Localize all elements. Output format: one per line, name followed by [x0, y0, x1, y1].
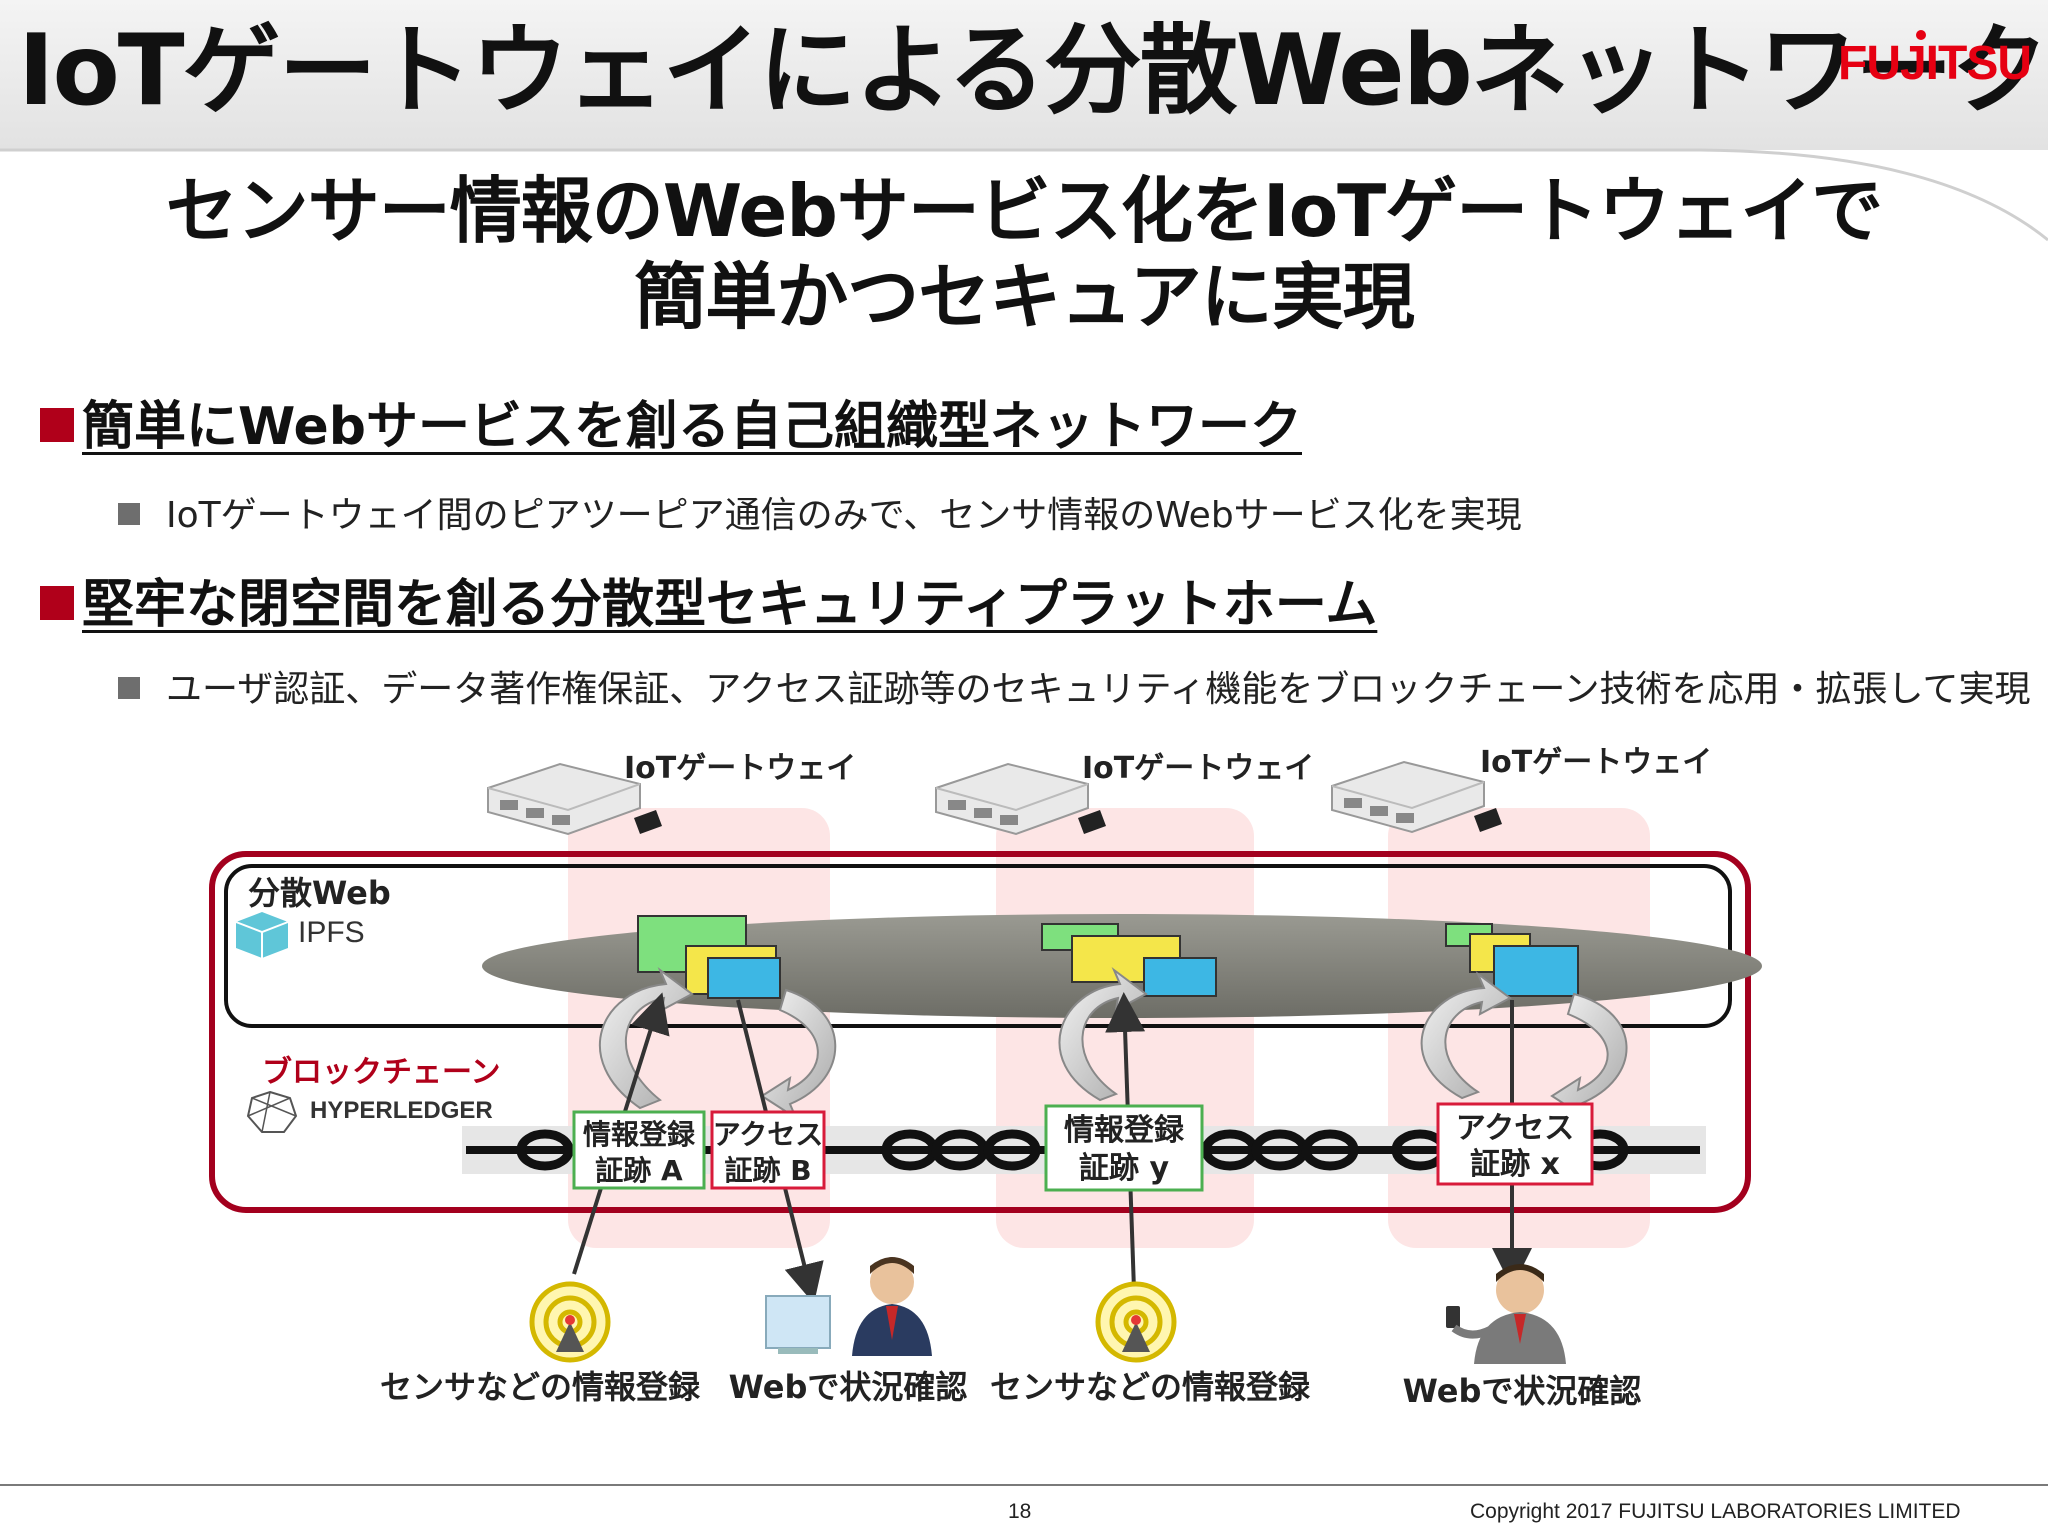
actor-label-4: Webで状況確認: [1403, 1372, 1642, 1410]
record-line2: 証跡 A: [595, 1154, 683, 1187]
blockchain-label: ブロックチェーン: [262, 1055, 501, 1090]
distributed-web-label: 分散Web: [248, 874, 391, 912]
slide-title: IoTゲートウェイによる分散Webネットワーク: [18, 14, 2048, 128]
actor-label-3: センサなどの情報登録: [990, 1368, 1311, 1406]
section-heading-2: 堅牢な閉空間を創る分散型セキュリティプラットホーム: [40, 562, 1377, 637]
phone-user-icon: [1446, 1264, 1566, 1364]
section-detail-2: ユーザ認証、データ著作権保証、アクセス証跡等のセキュリティ機能をブロックチェーン…: [118, 660, 2030, 712]
sensor-icon: [529, 1281, 611, 1363]
bullet-square-icon: [40, 586, 74, 620]
blockchain-frame: [209, 851, 1751, 1213]
record-line1: アクセス: [1456, 1111, 1575, 1146]
subtitle-line-2: 簡単かつセキュアに実現: [634, 255, 1415, 340]
web-page-stack: [637, 915, 781, 999]
actor-label-1: センサなどの情報登録: [380, 1368, 701, 1406]
record-box-access-b: アクセス 証跡 B: [710, 1110, 826, 1190]
record-box-registration-a: 情報登録 証跡 A: [572, 1110, 706, 1190]
copyright: Copyright 2017 FUJITSU LABORATORIES LIMI…: [1470, 1500, 1961, 1523]
logo-text: FUJITSU: [1838, 37, 2032, 90]
page-number: 18: [1008, 1500, 1032, 1523]
section-heading-1: 簡単にWebサービスを創る自己組織型ネットワーク: [40, 384, 1302, 459]
hyperledger-label: HYPERLEDGER: [310, 1097, 493, 1124]
subtitle-line-1: センサー情報のWebサービス化をIoTゲートウェイで: [165, 169, 1884, 253]
web-page-stack: [1041, 923, 1217, 997]
gateway-device-icon: [935, 762, 1106, 836]
gateway-device-icon: [487, 762, 662, 836]
record-line1: 情報登録: [1064, 1113, 1185, 1148]
actor-label-2: Webで状況確認: [729, 1368, 968, 1406]
hyperledger-icon: [246, 1090, 298, 1133]
gateway-label-1: IoTゲートウェイ: [624, 751, 856, 786]
gateway-device-icon: [1331, 760, 1502, 834]
ipfs-label: IPFS: [298, 916, 365, 949]
distributed-web-frame: [224, 864, 1732, 1028]
record-line2: 証跡 B: [724, 1154, 811, 1187]
footer-divider: [0, 1484, 2048, 1486]
network-diagram: 分散Web IPFS ブロックチェーン HYPERLEDGER: [209, 745, 1762, 1410]
record-line1: アクセス: [713, 1118, 824, 1151]
subtitle: センサー情報のWebサービス化をIoTゲートウェイで 簡単かつセキュアに実現: [0, 168, 2048, 341]
sensor-icon: [1095, 1281, 1177, 1363]
gateway-label-3: IoTゲートウェイ: [1480, 745, 1712, 780]
header-swoosh: [0, 148, 2048, 242]
record-line2: 証跡 y: [1079, 1151, 1169, 1186]
record-box-access-x: アクセス 証跡 x: [1436, 1102, 1594, 1186]
fujitsu-logo: FUJITSU: [1838, 30, 2032, 91]
logo-infinity-mark: [1916, 30, 1926, 40]
record-line2: 証跡 x: [1470, 1147, 1560, 1182]
bullet-square-icon: [118, 677, 140, 699]
header-band: [0, 0, 2048, 150]
desk-user-icon: [765, 1257, 932, 1356]
bullet-square-icon: [118, 503, 140, 525]
section-detail-1: IoTゲートウェイ間のピアツーピア通信のみで、センサ情報のWebサービス化を実現: [118, 486, 1522, 538]
record-line1: 情報登録: [583, 1118, 696, 1151]
web-page-stack: [1445, 923, 1579, 997]
bullet-square-icon: [40, 408, 74, 442]
ipfs-cube-icon: [235, 912, 289, 958]
record-box-registration-y: 情報登録 証跡 y: [1044, 1104, 1204, 1192]
gateway-label-2: IoTゲートウェイ: [1082, 751, 1314, 786]
